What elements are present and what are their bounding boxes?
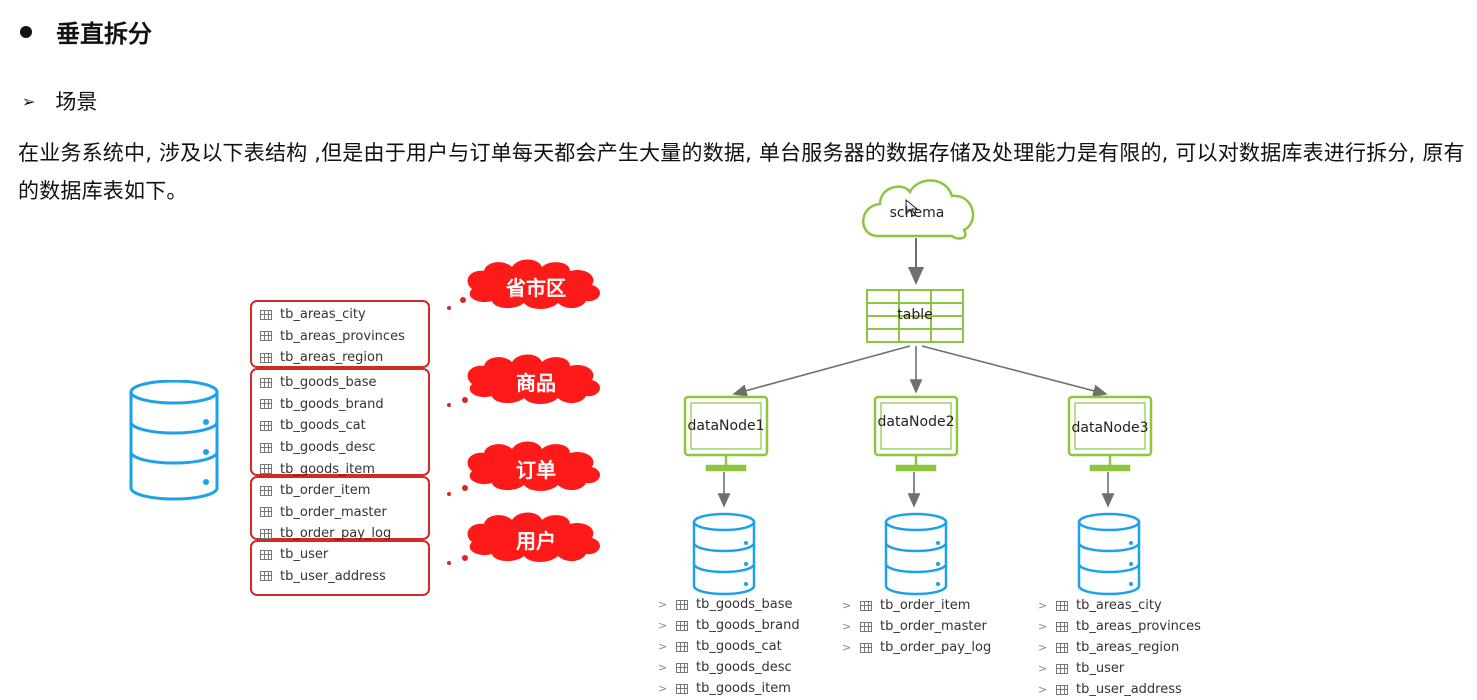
list-item[interactable]: >tb_goods_cat	[658, 639, 782, 654]
table-label: table	[897, 307, 933, 323]
table-icon	[1056, 621, 1068, 632]
table-icon	[860, 600, 872, 611]
list-item[interactable]: >tb_order_master	[842, 619, 987, 634]
cloud-label-order: 订单	[516, 458, 556, 482]
list-item[interactable]: >tb_areas_provinces	[1038, 619, 1201, 634]
cloud-label-user: 用户	[516, 529, 556, 553]
cloud-label-areas: 省市区	[506, 276, 566, 300]
table-icon	[860, 621, 872, 632]
table-row[interactable]: tb_goods_item	[252, 458, 428, 480]
table-icon	[260, 528, 272, 539]
table-row[interactable]: tb_user_address	[252, 566, 428, 588]
monitor-icon-node2	[873, 395, 959, 472]
node2-table-list: >tb_order_item >tb_order_master >tb_orde…	[842, 595, 991, 658]
table-icon	[260, 331, 272, 342]
list-item[interactable]: >tb_order_pay_log	[842, 640, 992, 655]
table-icon	[1056, 642, 1068, 653]
table-grid-icon	[866, 289, 964, 343]
table-row[interactable]: tb_order_item	[252, 480, 428, 502]
table-icon	[676, 683, 688, 694]
datanode2-label: dataNode2	[877, 414, 955, 430]
table-row[interactable]: tb_areas_region	[252, 347, 428, 369]
table-group-goods: tb_goods_base tb_goods_brand tb_goods_ca…	[250, 368, 430, 477]
node3-table-list: >tb_areas_city >tb_areas_provinces >tb_a…	[1038, 595, 1201, 700]
schema-label: schema	[889, 205, 945, 221]
chevron-right-icon: >	[1038, 683, 1048, 696]
table-row[interactable]: tb_order_master	[252, 502, 428, 524]
chevron-right-icon: >	[842, 620, 852, 633]
list-item[interactable]: >tb_areas_city	[1038, 598, 1162, 613]
description-paragraph: 在业务系统中, 涉及以下表结构 ,但是由于用户与订单每天都会产生大量的数据, 单…	[18, 141, 1465, 203]
chevron-right-icon: >	[1038, 620, 1048, 633]
chevron-right-icon: >	[1038, 599, 1048, 612]
cloud-label-goods: 商品	[516, 371, 556, 395]
table-icon	[260, 377, 272, 388]
chevron-right-icon: >	[842, 641, 852, 654]
node1-table-list: >tb_goods_base >tb_goods_brand >tb_goods…	[658, 594, 800, 699]
table-icon	[260, 399, 272, 410]
table-row[interactable]: tb_user	[252, 544, 428, 566]
database-icon-node1	[692, 512, 756, 596]
table-row[interactable]: tb_order_pay_log	[252, 523, 428, 545]
list-item[interactable]: >tb_user_address	[1038, 682, 1182, 697]
section-heading: 垂直拆分	[20, 14, 152, 49]
chevron-right-icon: >	[842, 599, 852, 612]
bullet-dot-icon	[20, 25, 32, 38]
table-icon	[260, 507, 272, 518]
list-item[interactable]: >tb_goods_item	[658, 681, 791, 696]
table-icon	[1056, 684, 1068, 695]
sub-heading: ➢ 场景	[22, 86, 97, 116]
table-icon	[676, 641, 688, 652]
chevron-right-icon: >	[658, 598, 668, 611]
sub-heading-text: 场景	[55, 90, 98, 114]
arrow-bullet-icon: ➢	[22, 91, 36, 111]
section-heading-text: 垂直拆分	[56, 20, 152, 48]
chevron-right-icon: >	[1038, 662, 1048, 675]
table-row[interactable]: tb_areas_provinces	[252, 326, 428, 348]
table-icon	[676, 599, 688, 610]
mouse-cursor-icon	[905, 198, 919, 217]
datanode1-label: dataNode1	[687, 418, 765, 434]
monitor-icon-node1	[683, 395, 769, 472]
database-icon-node2	[884, 512, 948, 596]
chevron-right-icon: >	[658, 682, 668, 695]
table-icon	[676, 662, 688, 673]
table-icon	[260, 420, 272, 431]
table-icon	[260, 352, 272, 363]
datanode3-label: dataNode3	[1071, 420, 1149, 436]
table-icon	[260, 309, 272, 320]
chevron-right-icon: >	[658, 619, 668, 632]
database-icon	[129, 380, 219, 501]
list-item[interactable]: >tb_user	[1038, 661, 1125, 676]
table-icon	[1056, 663, 1068, 674]
table-icon	[260, 571, 272, 582]
chevron-right-icon: >	[658, 661, 668, 674]
chevron-right-icon: >	[1038, 641, 1048, 654]
table-icon	[676, 620, 688, 631]
table-row[interactable]: tb_goods_desc	[252, 437, 428, 459]
table-icon	[260, 549, 272, 560]
table-group-areas: tb_areas_city tb_areas_provinces tb_area…	[250, 300, 430, 368]
list-item[interactable]: >tb_goods_desc	[658, 660, 792, 675]
table-icon	[260, 442, 272, 453]
table-row[interactable]: tb_areas_city	[252, 304, 428, 326]
table-icon	[1056, 600, 1068, 611]
table-icon	[260, 485, 272, 496]
table-group-user: tb_user tb_user_address	[250, 540, 430, 596]
list-item[interactable]: >tb_goods_base	[658, 597, 793, 612]
list-item[interactable]: >tb_goods_brand	[658, 618, 800, 633]
table-icon	[260, 464, 272, 475]
database-icon-node3	[1077, 512, 1141, 596]
table-row[interactable]: tb_goods_brand	[252, 394, 428, 416]
monitor-icon-node3	[1067, 395, 1153, 472]
chevron-right-icon: >	[658, 640, 668, 653]
table-row[interactable]: tb_goods_cat	[252, 415, 428, 437]
table-icon	[860, 642, 872, 653]
list-item[interactable]: >tb_order_item	[842, 598, 971, 613]
list-item[interactable]: >tb_areas_region	[1038, 640, 1180, 655]
table-group-order: tb_order_item tb_order_master tb_order_p…	[250, 476, 430, 541]
table-row[interactable]: tb_goods_base	[252, 372, 428, 394]
